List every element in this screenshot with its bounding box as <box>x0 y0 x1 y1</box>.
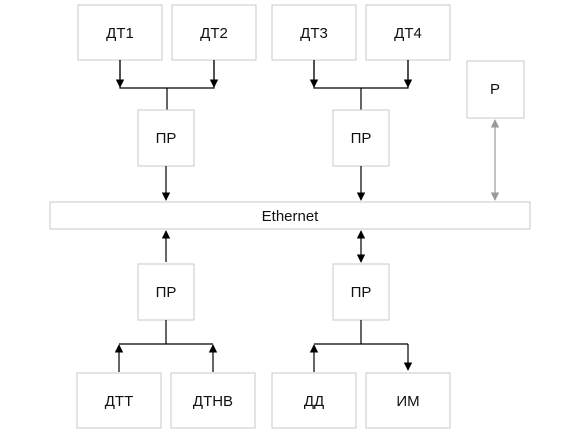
ethernet-bus-label: Ethernet <box>262 208 320 225</box>
node-dt3: ДТ3 <box>271 4 357 61</box>
node-dtt-label: ДТТ <box>105 393 133 410</box>
node-pr-top-left-label: ПР <box>156 130 177 147</box>
ethernet-bus: Ethernet <box>49 201 531 230</box>
node-dtt: ДТТ <box>76 372 162 429</box>
node-pr-bottom-left-label: ПР <box>156 284 177 301</box>
node-r-label: Р <box>490 81 500 98</box>
node-dt2-label: ДТ2 <box>200 25 228 42</box>
node-im: ИМ <box>365 372 451 429</box>
node-dtnv: ДТНВ <box>170 372 256 429</box>
node-pr-bottom-right: ПР <box>332 263 390 321</box>
node-dt1: ДТ1 <box>77 4 163 61</box>
node-pr-top-right: ПР <box>332 109 390 167</box>
node-pr-bottom-right-label: ПР <box>351 284 372 301</box>
node-pr-top-right-label: ПР <box>351 130 372 147</box>
node-pr-top-left: ПР <box>137 109 195 167</box>
connector-dt1-dt2 <box>119 60 215 89</box>
node-r: Р <box>466 60 525 119</box>
node-pr-bottom-left: ПР <box>137 263 195 321</box>
node-dt4: ДТ4 <box>365 4 451 61</box>
node-dd: ДД <box>271 372 357 429</box>
node-dt2: ДТ2 <box>171 4 257 61</box>
node-dtnv-label: ДТНВ <box>193 393 233 410</box>
node-dt3-label: ДТ3 <box>300 25 328 42</box>
node-dt4-label: ДТ4 <box>394 25 422 42</box>
node-dd-label: ДД <box>304 393 324 410</box>
node-im-label: ИМ <box>396 393 419 410</box>
connector-dt3-dt4 <box>313 60 409 89</box>
node-dt1-label: ДТ1 <box>106 25 134 42</box>
